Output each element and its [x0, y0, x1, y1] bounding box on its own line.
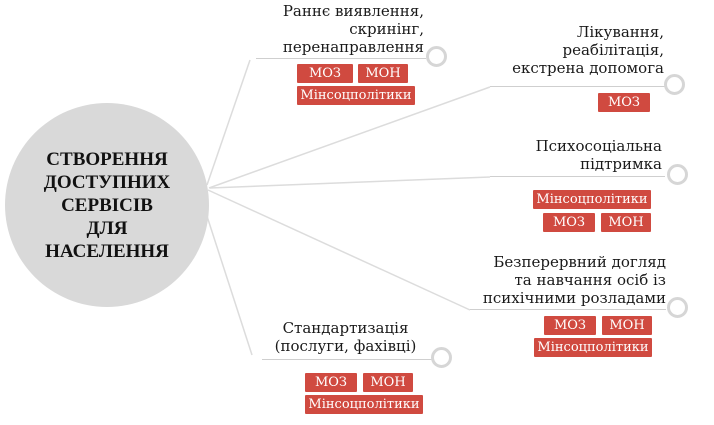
branch-4-tag-2: МОН: [602, 316, 652, 335]
branch-4-circle-icon: [667, 297, 688, 318]
branch-2-underline: [490, 86, 665, 87]
branch-5-underline: [262, 359, 432, 360]
branch-5-tag-3: Мінсоцполітики: [305, 395, 423, 414]
branch-5-label: Стандартизація (послуги, фахівці): [274, 319, 417, 355]
connector-line-2: [208, 86, 491, 189]
branch-4-tag-3: Мінсоцполітики: [534, 338, 652, 357]
branch-5-tag-1: МОЗ: [305, 373, 357, 392]
branch-1-underline: [256, 58, 426, 59]
branch-3-label: Психосоціальна підтримка: [535, 137, 662, 173]
branch-3-tag-3: МОН: [601, 213, 651, 232]
branch-3-tag-1: Мінсоцполітики: [533, 190, 651, 209]
branch-3-underline: [490, 176, 665, 177]
connector-line-4: [207, 189, 471, 311]
branch-4-underline: [470, 309, 666, 310]
connector-line-5: [204, 209, 253, 356]
branch-2-label: Лікування, реабілітація, екстрена допомо…: [512, 23, 664, 77]
branch-3-circle-icon: [667, 164, 688, 185]
branch-2-circle-icon: [664, 74, 685, 95]
branch-4-tag-1: МОЗ: [544, 316, 596, 335]
hub-title: СТВОРЕННЯ ДОСТУПНИХ СЕРВІСІВ ДЛЯ НАСЕЛЕН…: [43, 148, 171, 262]
branch-1-tag-1: МОЗ: [297, 64, 353, 83]
branch-2-tag-1: МОЗ: [598, 93, 650, 112]
branch-5-tag-2: МОН: [363, 373, 413, 392]
branch-5-circle-icon: [431, 347, 452, 368]
branch-1-tag-2: МОН: [358, 64, 408, 83]
branch-1-tag-3: Мінсоцполітики: [297, 86, 415, 105]
branch-1-label: Раннє виявлення, скринінг, перенаправлен…: [282, 2, 424, 56]
branch-3-tag-2: МОЗ: [543, 213, 595, 232]
branch-1-circle-icon: [426, 46, 447, 67]
connector-line-3: [209, 176, 491, 189]
central-hub: СТВОРЕННЯ ДОСТУПНИХ СЕРВІСІВ ДЛЯ НАСЕЛЕН…: [5, 103, 209, 307]
branch-4-label: Безперервний догляд та навчання осіб із …: [482, 253, 666, 307]
connector-line-1: [206, 59, 251, 186]
